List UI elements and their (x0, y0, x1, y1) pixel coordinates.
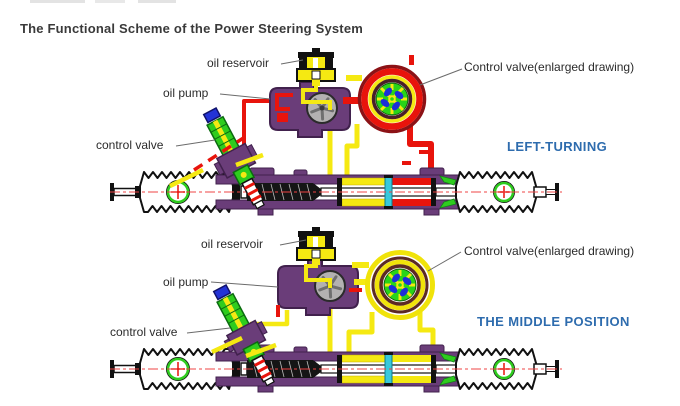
state-label-left-turning: LEFT-TURNING (507, 139, 608, 154)
page-title: The Functional Scheme of the Power Steer… (20, 21, 364, 36)
enlarged-control-valve-graphic (349, 250, 435, 320)
enlarged-control-valve-graphic (343, 55, 427, 134)
label-oil-pump-1: oil pump (163, 86, 209, 100)
pump-red-passage (275, 93, 293, 111)
pump-red-port (277, 113, 288, 122)
label-control-valve-enlarged-1: Control valve(enlarged drawing) (464, 60, 635, 74)
label-control-valve-1: control valve (96, 138, 164, 152)
steering-rack-graphic (108, 166, 564, 217)
diagram-middle-position (108, 226, 564, 395)
leader-lines-middle-position (186, 239, 462, 334)
state-label-middle-position: THE MIDDLE POSITION (477, 314, 630, 329)
reservoir-outlet (312, 259, 320, 265)
oil-pump-graphic (276, 258, 360, 317)
leader-lines-left-turning (175, 59, 463, 147)
label-oil-reservoir-1: oil reservoir (207, 56, 270, 70)
oil-reservoir-graphic (296, 226, 336, 261)
valve-port-markers (211, 305, 280, 359)
valve-port-markers (169, 133, 430, 189)
clipped-top-artifact (30, 0, 176, 3)
label-oil-pump-2: oil pump (163, 275, 209, 289)
reservoir-outlet (312, 80, 320, 86)
label-control-valve-enlarged-2: Control valve(enlarged drawing) (464, 244, 635, 258)
pump-yellow-passage (301, 74, 332, 110)
label-oil-reservoir-2: oil reservoir (201, 237, 264, 251)
oil-reservoir-graphic (296, 47, 336, 82)
label-control-valve-2: control valve (110, 325, 178, 339)
steering-rack-graphic (108, 343, 564, 394)
diagram-left-turning (108, 47, 564, 218)
